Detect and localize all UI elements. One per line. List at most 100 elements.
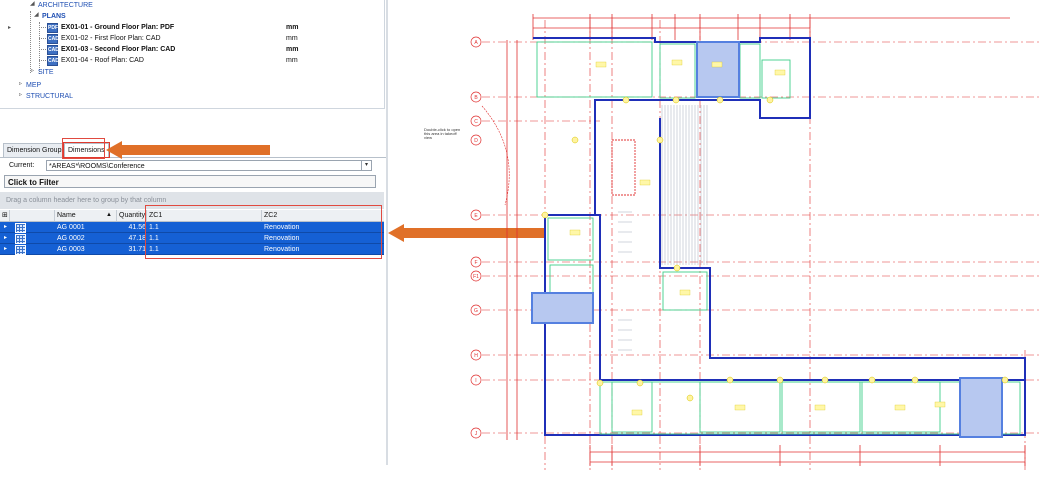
highlighted-room[interactable] [959,377,1003,438]
grid-label-e: E [474,213,478,219]
row-indicator-header-icon: ⊞ [0,210,10,221]
file-unit: mm [286,35,298,42]
grid-label-b: B [474,95,478,101]
file-unit: mm [286,57,298,64]
grid-header: ⊞ Name ▲ Quantity ZC1 ZC2 [0,210,384,222]
cell-name: AG 0001 [57,224,85,231]
column-header-zc2[interactable]: ZC2 [264,212,278,219]
cell-zc2: Renovation [264,224,300,231]
filter-bar[interactable]: Click to Filter [4,175,376,188]
tree-node-site[interactable]: SITE [38,69,54,76]
highlighted-areas[interactable] [531,41,1003,438]
table-row[interactable]: ▸ AG 0003 31.71 1.1 Renovation [0,244,384,255]
annotation-arrow-body [122,145,270,155]
grid-label-f1: F1 [473,274,479,280]
top-dimension-chain [532,14,1010,40]
highlighted-room[interactable] [696,41,740,98]
expand-icon[interactable]: ▹ [19,92,23,98]
row-pointer-icon: ▸ [8,25,12,31]
grid-label-j: J [475,431,478,437]
expand-row-icon[interactable]: ▸ [4,235,8,241]
document-tree: ◢ ARCHITECTURE ◢ PLANS ▸ PDF EX01-01 - G… [0,0,385,109]
table-row[interactable]: ▸ AG 0001 41.56 1.1 Renovation [0,222,384,233]
expand-icon[interactable]: ▹ [19,81,23,87]
columns-highlight-box [145,205,382,259]
floor-plan-canvas[interactable]: A B C D E F F1 G H I J [390,0,1047,477]
grid-label-h: H [474,353,478,359]
cad-file-icon: CAD [47,56,59,66]
sort-ascending-icon: ▲ [106,212,112,218]
grid-label-g: G [474,308,478,314]
annotation-arrow-left-icon [388,224,404,242]
current-location: Current: *AREAS*\ROOMS\Conference ▾ [0,159,386,173]
tree-file-ground-floor[interactable]: EX01-01 - Ground Floor Plan: PDF [61,24,175,31]
cell-name: AG 0002 [57,235,85,242]
collapse-icon[interactable]: ◢ [34,12,39,18]
cell-zc1: 1.1 [149,246,159,253]
tree-file-roof[interactable]: EX01-04 - Roof Plan: CAD [61,57,144,64]
cell-zc2: Renovation [264,235,300,242]
area-grid-icon [15,223,26,233]
tab-highlight-box [62,138,105,159]
grid-label-f: F [474,260,477,266]
current-location-select[interactable]: *AREAS*\ROOMS\Conference ▾ [46,160,372,171]
cad-file-icon: CAD [47,45,59,55]
panel-tabs: Dimension Groups Dimensions [0,141,386,158]
group-by-hint: Drag a column header here to group by th… [0,192,384,209]
chevron-down-icon[interactable]: ▾ [361,161,371,170]
expand-icon[interactable]: ▹ [31,68,35,74]
current-label: Current: [9,162,35,169]
grid-label-i: I [475,378,476,384]
plan-tooltip: Double-click to open this area in takeof… [424,127,461,140]
icon-column-header [10,210,55,221]
tree-file-first-floor[interactable]: EX01-02 - First Floor Plan: CAD [61,35,161,42]
room-labels [569,59,946,416]
cell-quantity: 31.71 [128,246,146,253]
panel-splitter[interactable] [386,0,388,465]
tree-node-plans[interactable]: PLANS [42,13,66,20]
grid-label-a: A [474,40,478,46]
cell-name: AG 0003 [57,246,85,253]
cell-zc1: 1.1 [149,224,159,231]
tree-node-mep[interactable]: MEP [26,82,42,89]
left-dimension-chain [506,40,518,440]
tree-connector [39,22,40,74]
door-swings [541,96,1009,402]
grid-label-d: D [474,138,478,144]
annotation-arrow-body [404,228,544,238]
current-location-value: *AREAS*\ROOMS\Conference [49,163,145,170]
file-unit: mm [286,24,299,31]
entrance-curve [481,105,510,206]
cad-file-icon: CAD [47,34,59,44]
bottom-dimension-chain [589,445,1026,466]
cell-quantity: 41.56 [128,224,146,231]
tree-node-architecture[interactable]: ARCHITECTURE [38,2,93,9]
dimensions-grid: ⊞ Name ▲ Quantity ZC1 ZC2 ▸ AG 0001 41.5… [0,210,384,260]
column-header-name-label: Name [57,212,76,219]
highlighted-room[interactable] [531,292,594,324]
grid-axes [482,20,1040,470]
expand-row-icon[interactable]: ▸ [4,246,8,252]
pdf-file-icon: PDF [47,23,58,33]
annotation-arrow-left-icon [106,141,122,159]
building-walls [533,37,1026,436]
column-header-zc1[interactable]: ZC1 [147,210,262,221]
tab-dimension-groups[interactable]: Dimension Groups [3,143,69,157]
area-grid-icon [15,245,26,255]
grid-label-c: C [474,119,478,125]
collapse-icon[interactable]: ◢ [30,1,35,7]
cell-zc2: Renovation [264,246,300,253]
tree-node-structural[interactable]: STRUCTURAL [26,93,74,100]
table-row[interactable]: ▸ AG 0002 47.18 1.1 Renovation [0,233,384,244]
area-grid-icon [15,234,26,244]
cell-quantity: 47.18 [128,235,146,242]
expand-row-icon[interactable]: ▸ [4,224,8,230]
grid-bubbles [470,36,482,439]
column-header-name[interactable]: Name ▲ [55,210,117,221]
tree-file-second-floor[interactable]: EX01-03 - Second Floor Plan: CAD [61,46,176,53]
file-unit: mm [286,46,299,53]
cell-zc1: 1.1 [149,235,159,242]
column-header-quantity[interactable]: Quantity [119,210,147,221]
takeoff-panel: ◢ ARCHITECTURE ◢ PLANS ▸ PDF EX01-01 - G… [0,0,386,465]
stair-hatching [618,105,708,351]
